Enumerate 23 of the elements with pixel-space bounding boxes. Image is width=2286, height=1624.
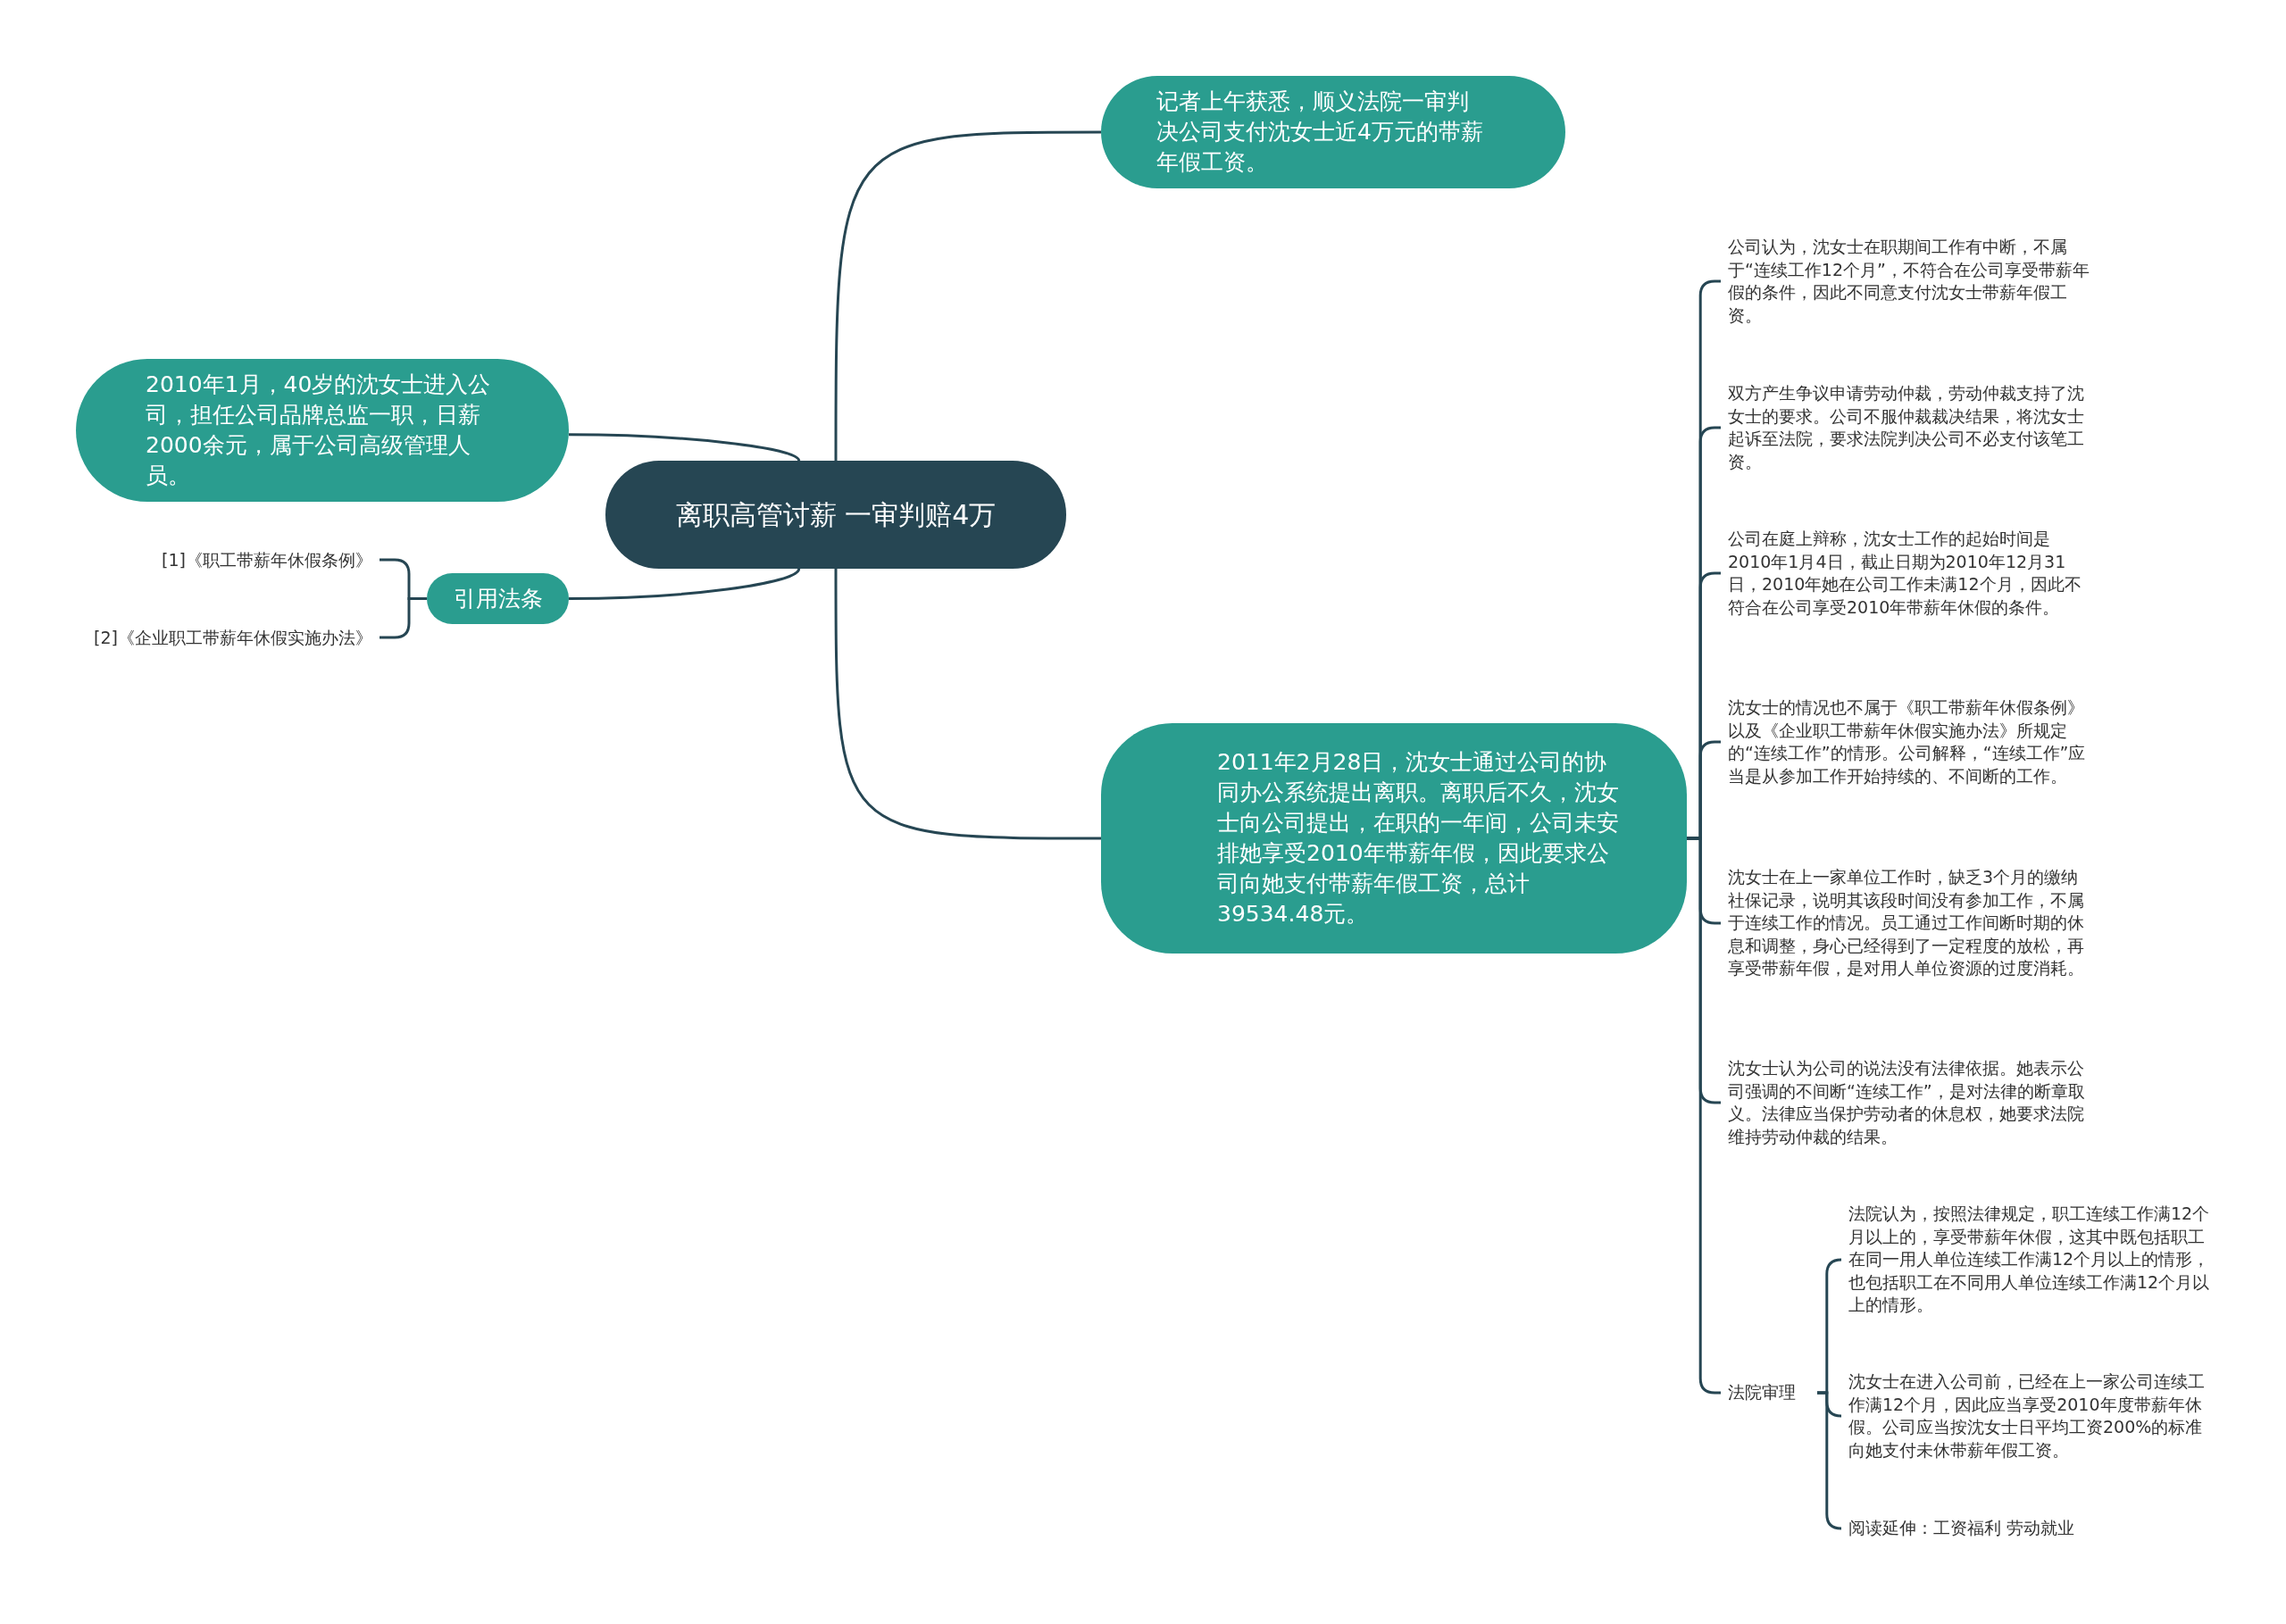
subtopic-box: 引用法条 bbox=[427, 573, 569, 624]
note-text: 法院审理 bbox=[1721, 1381, 1817, 1404]
note-text: 公司在庭上辩称，沈女士工作的起始时间是2010年1月4日，截止日期为2010年12月31日，2010年她在公司工作未满12个月，因此不符合在公司享受2010年带薪年休假的条件。 bbox=[1721, 528, 2090, 619]
central-topic: 离职高管讨薪 一审判赔4万 bbox=[605, 461, 1066, 569]
note-text: 阅读延伸：工资福利 劳动就业 bbox=[1841, 1517, 2210, 1540]
reference-text: [1]《职工带薪年休假条例》 bbox=[112, 548, 380, 571]
connector-line bbox=[380, 597, 427, 639]
note-text: 双方产生争议申请劳动仲裁，劳动仲裁支持了沈女士的要求。公司不服仲裁裁决结果，将沈女士起诉至法院，要求法院判决公司不必支付该笔工资。 bbox=[1721, 382, 2090, 473]
note-text: 公司认为，沈女士在职期间工作有中断，不属于“连续工作12个月”，不符合在公司享受带薪年假的条件，因此不同意支付沈女士带薪年假工资。 bbox=[1721, 236, 2090, 327]
topic-box: 2010年1月，40岁的沈女士进入公司，担任公司品牌总监一职，日薪2000余元，属于公司高级管理人员。 bbox=[76, 359, 569, 502]
connector-line bbox=[834, 130, 1101, 461]
connector-line bbox=[569, 433, 800, 462]
note-text: 沈女士在上一家单位工作时，缺乏3个月的缴纳社保记录，说明其该段时间没有参加工作，不属于连续工作的情况。员工通过工作间断时期的休息和调整，身心已经得到了一定程度的放松，再享受带薪年假，是对用人单位资源的过度消耗。 bbox=[1721, 866, 2090, 980]
connector-line bbox=[569, 568, 800, 600]
reference-text: [2]《企业职工带薪年休假实施办法》 bbox=[22, 626, 380, 649]
note-text: 法院认为，按照法律规定，职工连续工作满12个月以上的，享受带薪年休假，这其中既包括职工在同一用人单位连续工作满12个月以上的情形，也包括职工在不同用人单位连续工作满12个月以上的情形。 bbox=[1841, 1203, 2210, 1317]
note-text: 沈女士认为公司的说法没有法律依据。她表示公司强调的不间断“连续工作”，是对法律的断章取义。法律应当保护劳动者的休息权，她要求法院维持劳动仲裁的结果。 bbox=[1721, 1057, 2090, 1148]
note-text: 沈女士在进入公司前，已经在上一家公司连续工作满12个月，因此应当享受2010年度带薪年休假。公司应当按沈女士日平均工资200%的标准向她支付未休带薪年假工资。 bbox=[1841, 1370, 2210, 1462]
note-text: 沈女士的情况也不属于《职工带薪年休假条例》以及《企业职工带薪年休假实施办法》所规定的“连续工作”的情形。公司解释，“连续工作”应当是从参加工作开始持续的、不间断的工作。 bbox=[1721, 696, 2090, 787]
connector-line bbox=[834, 569, 1101, 840]
topic-box: 2011年2月28日，沈女士通过公司的协同办公系统提出离职。离职后不久，沈女士向公司提出，在职的一年间，公司未安排她享受2010年带薪年假，因此要求公司向她支付带薪年假工资，总计39534.48元。 bbox=[1101, 723, 1687, 954]
topic-box: 记者上午获悉，顺义法院一审判决公司支付沈女士近4万元的带薪年假工资。 bbox=[1101, 76, 1565, 188]
connector-line bbox=[1817, 1391, 1843, 1530]
